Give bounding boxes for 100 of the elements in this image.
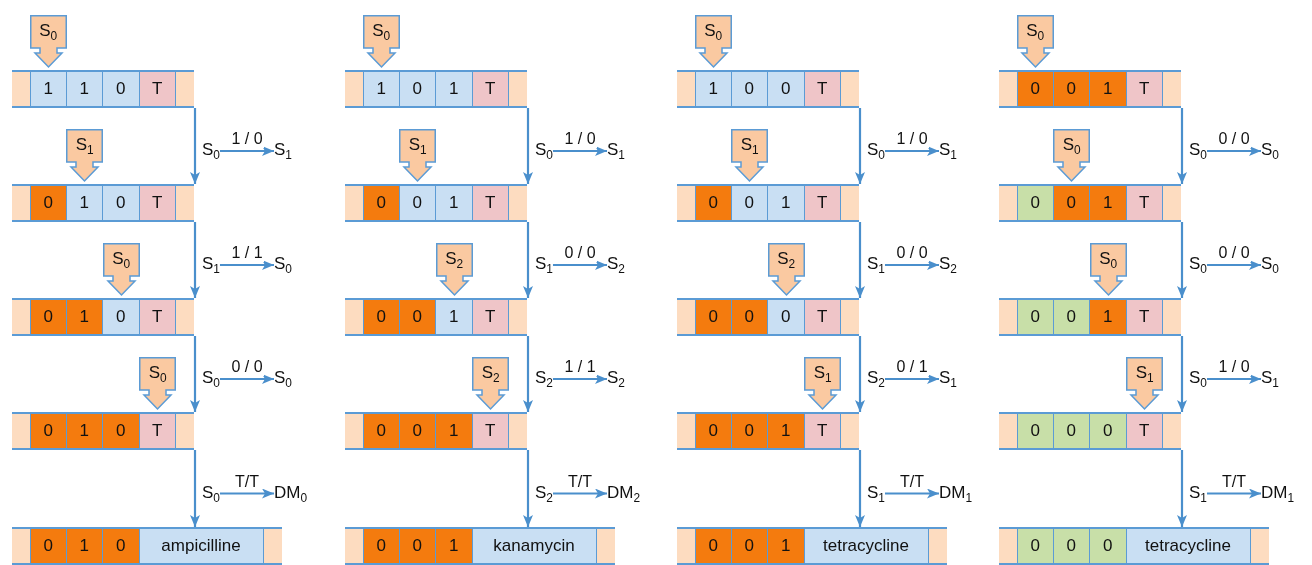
arrow	[190, 222, 200, 298]
tape-cell: 0	[1053, 300, 1090, 334]
tape-cell: T	[139, 186, 176, 220]
tape	[677, 184, 859, 222]
state-label: S$_{1}$	[812, 363, 833, 384]
tape-cell: 0	[363, 300, 400, 334]
tape-cell: 0	[363, 414, 400, 448]
arrow	[552, 146, 607, 156]
state-label: S$_{1}$	[1189, 482, 1207, 503]
tape-cell: 0	[768, 300, 805, 334]
tape-cell: 1	[695, 72, 732, 106]
state-label: S$_{0}$	[202, 482, 220, 503]
tape-cell: 1	[66, 186, 103, 220]
state-label: S$_{1}$	[607, 140, 625, 160]
edge-label: 0 / 0	[563, 244, 597, 262]
tape	[999, 298, 1181, 336]
state-label: S$_{2}$	[607, 368, 625, 388]
tape-cell: 1	[66, 72, 103, 106]
edge-label: 0 / 0	[1217, 130, 1251, 148]
tape-cell: 0	[1090, 414, 1127, 448]
tape-cell: T	[804, 300, 841, 334]
tape	[999, 184, 1181, 222]
state-label: S$_{0}$	[1261, 254, 1279, 274]
state-label: S$_{2}$	[444, 249, 465, 270]
tape-cell: 1	[768, 529, 805, 563]
edge-label: 1 / 0	[895, 130, 929, 148]
arrow	[1206, 374, 1261, 384]
state-label: S$_{0}$	[1189, 254, 1207, 274]
state-label: S$_{1}$	[939, 140, 957, 160]
arrow	[552, 488, 607, 499]
tape-cell: 1	[66, 529, 103, 563]
tape-cell: 0	[695, 186, 732, 220]
edge-label: 0 / 0	[1217, 244, 1251, 262]
arrow	[219, 374, 274, 384]
arrow	[523, 336, 533, 412]
arrow	[855, 450, 865, 527]
tape-cell: T	[472, 186, 509, 220]
tape-cell: kanamycin	[472, 529, 597, 563]
edge-label: 0 / 0	[230, 358, 264, 376]
tape-cell: tetracycline	[1126, 529, 1251, 563]
arrow	[552, 374, 607, 384]
tape	[345, 527, 615, 565]
tape-cell: 0	[30, 300, 67, 334]
edge-label: 1 / 0	[1217, 358, 1251, 376]
state-label: S$_{2}$	[607, 254, 625, 274]
state-label: DM$_{1}$	[1261, 482, 1295, 503]
arrow	[884, 488, 939, 499]
state-label: S$_{2}$	[939, 254, 957, 274]
tape	[345, 412, 527, 450]
state-label: S$_{0}$	[202, 140, 220, 160]
tape	[999, 527, 1269, 565]
arrow	[190, 450, 200, 527]
tape-cell: 1	[363, 72, 400, 106]
arrow	[1177, 336, 1187, 412]
state-label: S$_{0}$	[147, 363, 168, 384]
tape-cell: 0	[1053, 186, 1090, 220]
arrow	[190, 336, 200, 412]
state-label: S$_{1}$	[202, 254, 220, 274]
state-label: S$_{0}$	[274, 368, 292, 388]
arrow	[219, 146, 274, 156]
tape-cell: 0	[363, 529, 400, 563]
tape-cell: 1	[436, 300, 473, 334]
tape-cell: 1	[768, 414, 805, 448]
state-label: S$_{1}$	[739, 135, 760, 156]
state-label: S$_{0}$	[1261, 140, 1279, 160]
tape-cell: 0	[731, 529, 768, 563]
tape-cell: 0	[30, 529, 67, 563]
arrow	[552, 260, 607, 270]
arrow	[1177, 222, 1187, 298]
tape	[12, 527, 282, 565]
tape	[12, 298, 194, 336]
tape-cell: T	[804, 186, 841, 220]
tape-cell: 0	[695, 529, 732, 563]
arrow	[1177, 450, 1187, 527]
state-label: S$_{1}$	[407, 135, 428, 156]
state-label: S$_{0}$	[274, 254, 292, 274]
tape-cell: 0	[399, 529, 436, 563]
arrow	[884, 374, 939, 384]
tape-cell: tetracycline	[804, 529, 929, 563]
tape-cell: 0	[399, 186, 436, 220]
tape-cell: 0	[1053, 414, 1090, 448]
tape-cell: 1	[1090, 186, 1127, 220]
tape-cell: T	[139, 72, 176, 106]
state-label: S$_{0}$	[1189, 140, 1207, 160]
state-label: S$_{0}$	[202, 368, 220, 388]
state-label: S$_{1}$	[867, 254, 885, 274]
edge-label: 0 / 0	[895, 244, 929, 262]
state-label: DM$_{0}$	[274, 482, 308, 503]
tape-cell: ampicilline	[139, 529, 264, 563]
tape-cell: 0	[1017, 414, 1054, 448]
tape-cell: T	[1126, 72, 1163, 106]
tape-cell: 0	[363, 186, 400, 220]
tape-cell: T	[1126, 300, 1163, 334]
arrow	[219, 260, 274, 270]
edge-label: 1 / 0	[563, 130, 597, 148]
state-label: S$_{2}$	[867, 368, 885, 388]
state-label: S$_{0}$	[1189, 368, 1207, 388]
tape-cell: 0	[695, 300, 732, 334]
tape-cell: 0	[1053, 529, 1090, 563]
arrow	[523, 222, 533, 298]
